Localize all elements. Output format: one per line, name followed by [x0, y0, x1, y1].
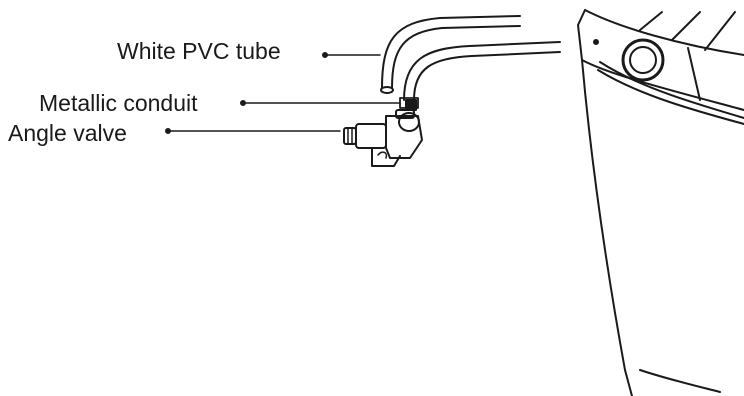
white-pvc-tube	[380, 15, 521, 94]
label-white-pvc-tube: White PVC tube	[117, 38, 281, 64]
toilet-drawing	[577, 9, 744, 396]
leader-dot-conduit	[240, 100, 246, 106]
label-angle-valve: Angle valve	[8, 120, 127, 146]
leader-dot-pvc	[322, 52, 328, 58]
label-metallic-conduit: Metallic conduit	[39, 90, 198, 116]
metallic-conduit	[399, 41, 561, 109]
angle-valve-drawing	[343, 99, 423, 167]
leader-lines	[165, 52, 401, 134]
leader-dot-valve	[165, 128, 171, 134]
